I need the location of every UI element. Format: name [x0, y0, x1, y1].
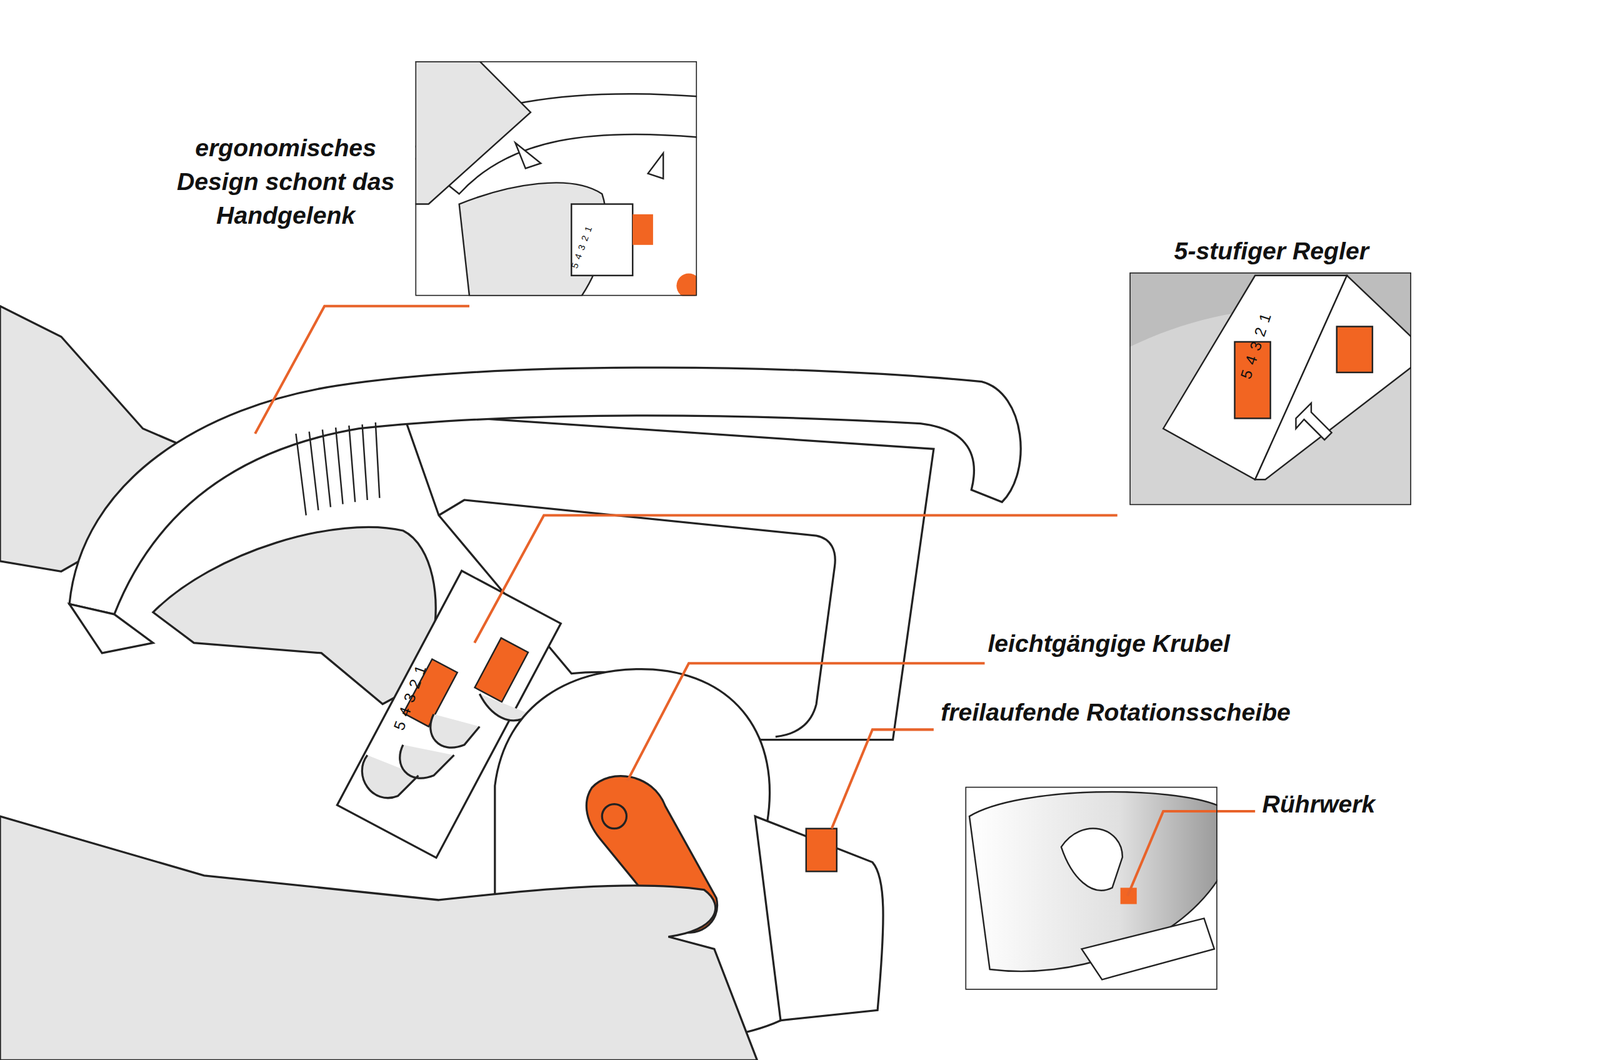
inset-heading: Rührwerk — [1262, 790, 1376, 819]
scale-numbers: 5 4 3 2 1 — [1236, 310, 1275, 381]
disk-spindle — [806, 828, 837, 872]
inset-bottom-art — [969, 791, 1218, 980]
leader-line — [255, 306, 470, 434]
leader-line — [831, 729, 934, 829]
leader-lines — [255, 306, 1255, 897]
scale-numbers: 5 4 3 2 1 — [569, 224, 595, 270]
inset-crank — [676, 273, 697, 297]
inset-slider — [632, 214, 654, 245]
inset-frame: 5 4 3 2 1 — [415, 61, 697, 297]
inset-base — [1081, 918, 1215, 980]
inset-panel-side — [1255, 275, 1412, 480]
slider-stop — [475, 638, 529, 702]
part-label: ergonomisches Design schont das Handgele… — [168, 130, 404, 232]
handle-ribs — [295, 422, 380, 516]
inset-slider-stop — [1336, 326, 1373, 372]
leader-line — [1127, 811, 1255, 897]
handle-end — [69, 604, 154, 654]
inset-arm — [415, 61, 530, 205]
inset-frame: Rührwerk — [965, 786, 1217, 990]
inset-arrow — [1295, 403, 1332, 440]
part-label: leichtgängige Krubel — [987, 629, 1230, 659]
inset-frame: 5-stufiger Regler5 4 3 2 1 — [1129, 272, 1412, 505]
inset-right-art — [1129, 272, 1412, 505]
inset-arrows — [515, 143, 664, 179]
inset-agitator-cover — [1061, 828, 1123, 891]
part-label: freilaufende Rotationsscheibe — [940, 698, 1291, 727]
leader-line — [627, 663, 985, 781]
base-unit — [755, 816, 884, 1021]
lower-arm — [0, 816, 757, 1060]
inset-heading: 5-stufiger Regler — [1130, 236, 1413, 266]
inset-hand — [459, 182, 607, 296]
crank-pivot — [601, 804, 627, 829]
inset-top-art — [415, 61, 697, 297]
inset-bg — [1129, 272, 1412, 505]
leader-line — [474, 515, 1118, 643]
